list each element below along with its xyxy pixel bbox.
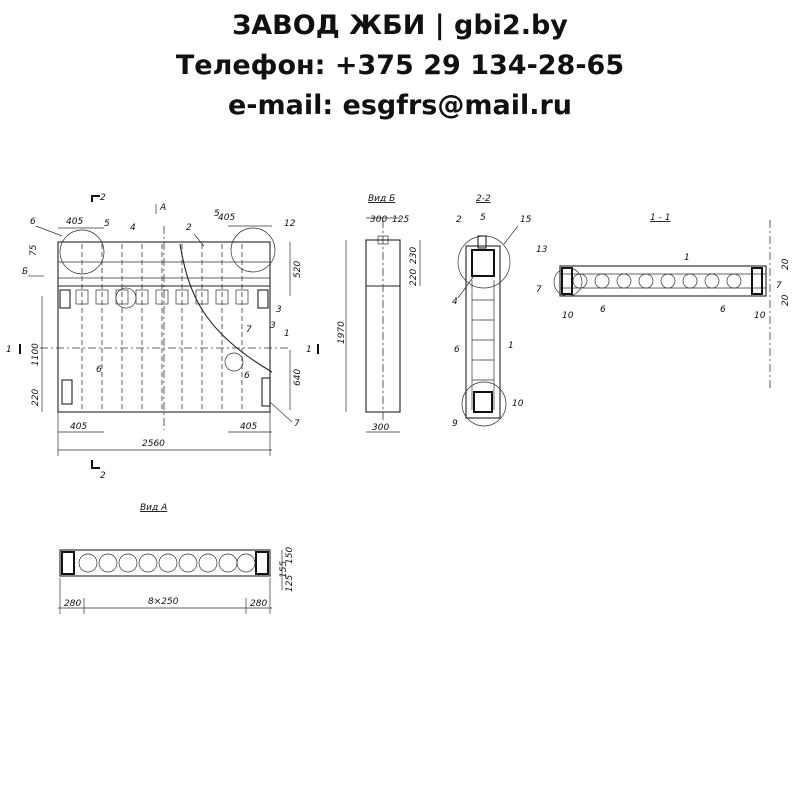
- front-mark-4: 4: [130, 223, 136, 233]
- dim-bottom-left: 405: [70, 422, 87, 432]
- front-hollow-cores: [75, 289, 249, 305]
- header: ЗАВОД ЖБИ | gbi2.by Телефон: +375 29 134…: [0, 6, 800, 126]
- section-22-mark-4: 4: [452, 297, 458, 307]
- section-22-mark-1: 1: [508, 341, 514, 351]
- view-b: Вид Б 300 125 230 220 1970 300: [337, 194, 421, 433]
- section-11-mark-7-left: 7: [536, 285, 542, 295]
- view-a: Вид А 280 8×250 280 150 155 125: [58, 503, 295, 614]
- dim-total-width: 2560: [142, 439, 165, 449]
- view-a-dim-h3: 125: [285, 575, 295, 592]
- front-mark-sec2-bot: 2: [100, 471, 106, 481]
- dim-top-left: 405: [66, 217, 83, 227]
- section-11-mark-20b: 20: [781, 294, 791, 306]
- dim-height-1100: 1100: [31, 343, 41, 366]
- front-mark-12: 12: [284, 219, 296, 229]
- view-a-title: Вид А: [140, 503, 167, 513]
- view-b-h1970: 1970: [337, 321, 347, 344]
- view-a-cores: [78, 553, 256, 573]
- dim-left-220: 220: [31, 389, 41, 406]
- view-a-dim-h1: 150: [285, 547, 295, 564]
- front-mark-6-mid: 6: [96, 365, 102, 375]
- section-22-mark-10: 10: [512, 399, 524, 409]
- view-b-h230: 230: [409, 247, 419, 264]
- section-11-title: 1 - 1: [650, 213, 670, 223]
- section-22-mark-2: 2: [456, 215, 462, 225]
- view-b-w125: 125: [392, 215, 409, 225]
- front-mark-sec1-right: 1: [306, 345, 312, 355]
- section-11-mark-10-right: 10: [754, 311, 766, 321]
- header-email: e-mail: esgfrs@mail.ru: [227, 90, 573, 121]
- dim-right-520: 520: [293, 261, 303, 278]
- section-11-mark-20a: 20: [781, 258, 791, 270]
- front-mark-sec1-left: 1: [6, 345, 12, 355]
- front-mark-3a: 3: [276, 305, 282, 315]
- front-mark-b: Б: [22, 267, 28, 277]
- section-22-mark-9: 9: [452, 419, 458, 429]
- front-view: 405 405 405 405 2560 1100 220 75 520 640…: [6, 193, 319, 481]
- front-mark-a: А: [159, 203, 166, 213]
- section-11-mark-13: 13: [536, 245, 548, 255]
- front-mark-7: 7: [246, 325, 252, 335]
- front-mark-5-left: 5: [104, 219, 110, 229]
- detail-circle-right: [230, 227, 276, 273]
- front-mark-sec2-top: 2: [100, 193, 106, 203]
- section-11-mark-1: 1: [684, 253, 690, 263]
- front-mark-7-bottom: 7: [294, 419, 300, 429]
- view-a-dim-left: 280: [64, 599, 81, 609]
- section-22-title: 2-2: [476, 194, 491, 204]
- section-11-cores: [572, 273, 742, 289]
- front-mark-3b: 3: [270, 321, 276, 331]
- section-11-mark-7-right: 7: [776, 281, 782, 291]
- view-b-bottom300: 300: [372, 423, 389, 433]
- section-2-2: 2-2 2 5 15 4 6 1 9 10: [452, 194, 532, 429]
- section-22-mark-6: 6: [454, 345, 460, 355]
- view-b-h220: 220: [409, 269, 419, 286]
- view-b-w300: 300: [370, 215, 387, 225]
- front-mark-6-top: 6: [30, 217, 36, 227]
- section-1-1: 1 - 1 13 1 7 7 6 6 10 10 20 20: [536, 213, 791, 390]
- section-11-mark-6-left: 6: [600, 305, 606, 315]
- section-11-mark-6-right: 6: [720, 305, 726, 315]
- dim-bottom-right: 405: [240, 422, 257, 432]
- dim-top-right: 405: [218, 213, 235, 223]
- section-22-mark-15: 15: [520, 215, 532, 225]
- header-phone: Телефон: +375 29 134-28-65: [175, 50, 625, 81]
- dim-right-640: 640: [293, 369, 303, 386]
- view-a-dim-right: 280: [250, 599, 267, 609]
- front-mark-6-right: 6: [244, 371, 250, 381]
- front-channels: [81, 244, 243, 410]
- front-mark-5-right: 5: [214, 209, 220, 219]
- header-company: ЗАВОД ЖБИ | gbi2.by: [232, 10, 568, 41]
- front-mark-2: 2: [186, 223, 192, 233]
- view-b-title: Вид Б: [368, 194, 395, 204]
- section-11-mark-10-left: 10: [562, 311, 574, 321]
- view-a-dim-middle: 8×250: [148, 597, 179, 607]
- front-mark-11: 1: [284, 329, 290, 339]
- section-22-stirrups: [471, 280, 495, 410]
- section-22-mark-5: 5: [480, 213, 486, 223]
- dim-left-75: 75: [29, 244, 39, 256]
- detail-circle-left: [59, 229, 105, 275]
- view-a-dim-h2: 155: [279, 561, 289, 578]
